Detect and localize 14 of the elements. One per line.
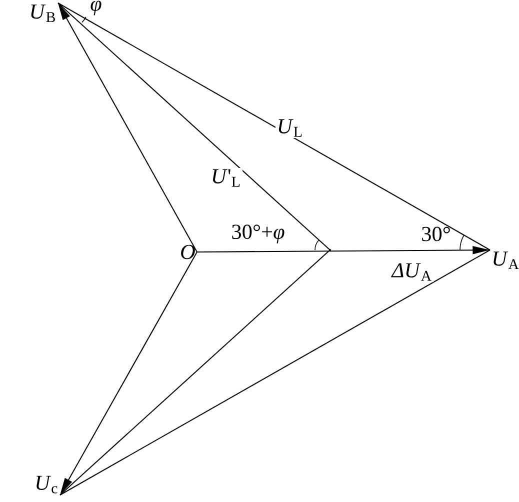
- vertex-label: U$_{A}$: [494, 252, 519, 269]
- vertex-label: U$_{c}$: [36, 476, 58, 494]
- angle-label: 30°+φ: [232, 224, 284, 244]
- line: [58, 2, 490, 250]
- edge-label: U$_{L}$: [276, 118, 304, 138]
- angle-label: 30°: [422, 226, 450, 242]
- line: [60, 250, 330, 496]
- edge-label: U'$_{L}$: [210, 168, 242, 188]
- vertex-label: U$_{B}$: [31, 4, 55, 22]
- edge-label: ΔU$_{A}$: [390, 262, 434, 282]
- line: [58, 2, 330, 250]
- line: [60, 250, 490, 496]
- vertex-label: O: [181, 244, 195, 260]
- angle-label: φ: [90, 0, 102, 16]
